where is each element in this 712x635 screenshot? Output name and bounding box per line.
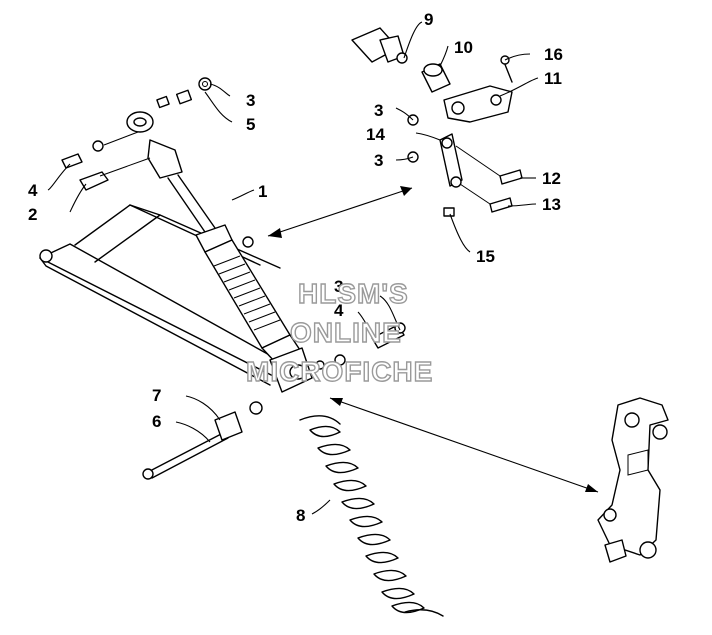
shock-absorber <box>126 111 313 393</box>
lower-shock-hardware <box>142 236 406 480</box>
callout-3-link-bottom: 3 <box>374 151 383 170</box>
watermark-line-2: ONLINE <box>290 317 402 348</box>
callout-16: 16 <box>544 45 563 64</box>
reference-arrows <box>267 186 599 493</box>
upper-shock-hardware <box>61 77 212 191</box>
linkage-assembly <box>351 27 523 217</box>
callout-10: 10 <box>454 38 473 57</box>
callout-3-upper-left: 3 <box>246 91 255 110</box>
callout-15: 15 <box>476 247 495 266</box>
callout-12: 12 <box>542 169 561 188</box>
callout-leaders <box>47 21 539 515</box>
callout-13: 13 <box>542 195 561 214</box>
callout-3-middle: 3 <box>334 277 343 296</box>
callout-14: 14 <box>366 125 385 144</box>
callout-7: 7 <box>152 386 161 405</box>
callout-numbers: 1 2 3 3 3 3 4 4 5 6 7 8 9 10 11 12 13 14… <box>28 10 563 525</box>
watermark-line-3: MICROFICHE <box>246 356 433 387</box>
watermark-line-1: HLSM'S <box>298 278 409 309</box>
callout-4-upper-left: 4 <box>28 181 38 200</box>
callout-8: 8 <box>296 506 305 525</box>
callout-1: 1 <box>258 182 267 201</box>
spindle-part <box>597 397 669 563</box>
watermark: HLSM'S ONLINE MICROFICHE <box>245 277 433 387</box>
callout-3-link-top: 3 <box>374 101 383 120</box>
callout-9: 9 <box>424 10 433 29</box>
coil-spring <box>299 415 444 617</box>
callout-2: 2 <box>28 205 37 224</box>
callout-5: 5 <box>246 115 255 134</box>
callout-11: 11 <box>544 69 562 88</box>
callout-4-middle: 4 <box>334 301 344 320</box>
callout-6: 6 <box>152 412 161 431</box>
